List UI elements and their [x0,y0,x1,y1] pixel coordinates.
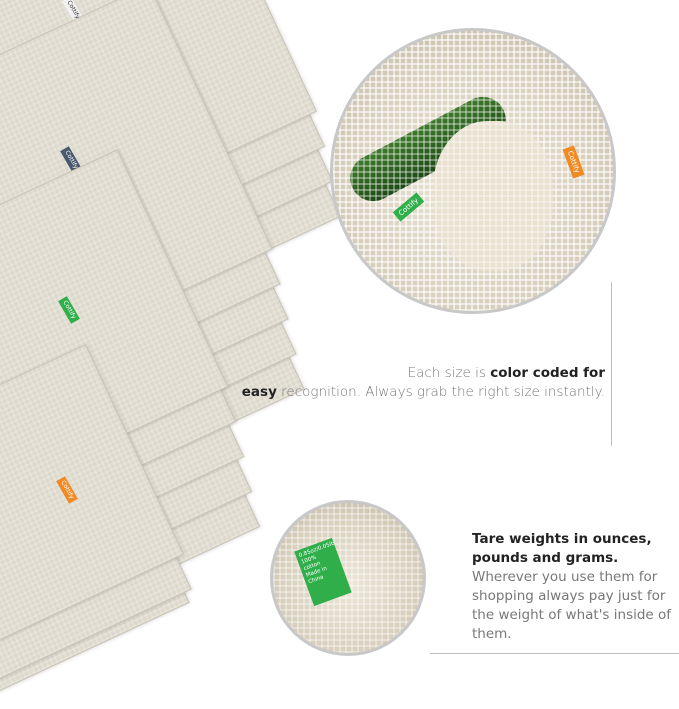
produce-closeup-circle: Cottify Cottify [330,28,616,314]
mesh-bag-with-produce [433,121,553,271]
tare-label-closeup-circle: 0.85oz/0.05lb/24g 100% cotton Made in Ch… [270,500,426,656]
divider-vertical [611,282,612,446]
divider-horizontal [430,653,679,654]
tare-weight-callout: Tare weights in ounces, pounds and grams… [472,531,672,642]
